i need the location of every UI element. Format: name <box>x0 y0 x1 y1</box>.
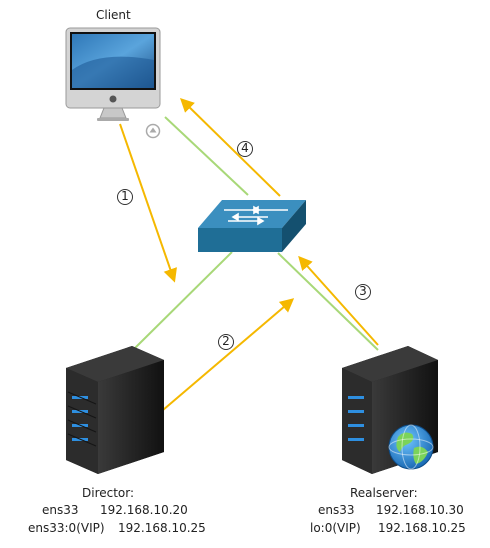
network-switch-icon <box>198 200 306 252</box>
flow-arrow-2 <box>162 298 295 411</box>
link-lines <box>134 116 379 351</box>
eject-icon <box>145 123 161 139</box>
realserver-ip-2: 192.168.10.25 <box>378 521 466 535</box>
realserver-iface-2: lo:0(VIP) <box>310 521 361 535</box>
realserver-label: Realserver: <box>350 486 418 500</box>
step-marker-3: 3 <box>355 284 371 300</box>
globe-icon <box>388 424 434 470</box>
tower-server-icon <box>66 346 164 474</box>
director-iface-1: ens33 <box>42 503 79 517</box>
director-ip-2: 192.168.10.25 <box>118 521 206 535</box>
step-marker-2: 2 <box>218 334 234 350</box>
director-iface-2: ens33:0(VIP) <box>28 521 105 535</box>
flow-arrow-1 <box>119 123 177 283</box>
link-switch-realserver <box>277 252 379 351</box>
director-label: Director: <box>82 486 135 500</box>
flow-arrow-3 <box>298 255 379 346</box>
realserver-ip-1: 192.168.10.30 <box>376 503 464 517</box>
step-marker-4: 4 <box>237 141 253 157</box>
client-label: Client <box>96 8 131 22</box>
director-ip-1: 192.168.10.20 <box>100 503 188 517</box>
link-client-switch <box>164 116 249 196</box>
step-marker-1: 1 <box>117 189 133 205</box>
link-switch-director <box>134 251 233 349</box>
realserver-iface-1: ens33 <box>318 503 355 517</box>
flow-arrows <box>119 98 379 411</box>
flow-arrow-4 <box>179 98 281 197</box>
desktop-monitor-icon <box>65 27 161 121</box>
